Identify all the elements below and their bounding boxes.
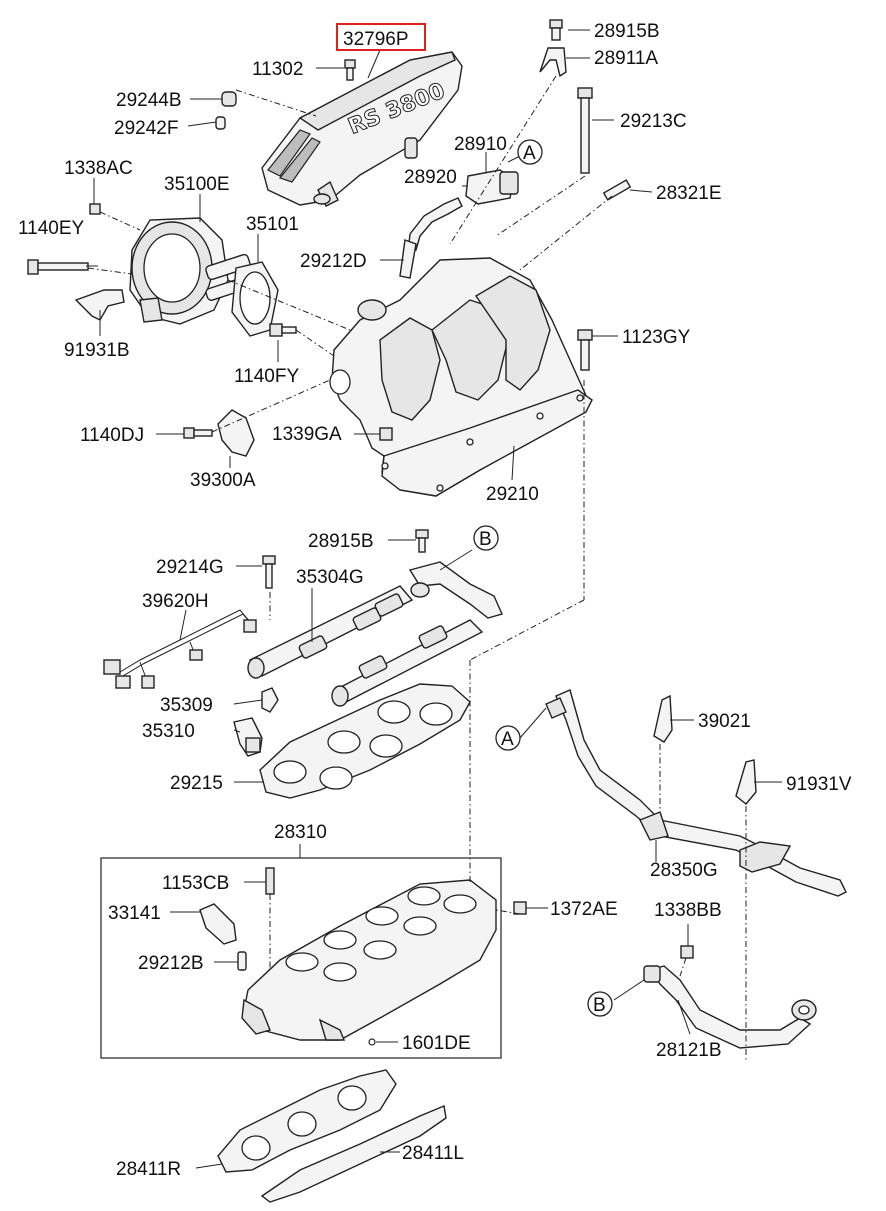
throttle-body-35100E-part[interactable] bbox=[129, 217, 251, 325]
label-29244B[interactable]: 29244B bbox=[116, 90, 182, 111]
label-28911A[interactable]: 28911A bbox=[594, 48, 658, 69]
label-29212D[interactable]: 29212D bbox=[300, 251, 367, 272]
label-28350G[interactable]: 28350G bbox=[650, 860, 718, 881]
callout-b-lower[interactable]: B bbox=[587, 991, 613, 1017]
sensor-33141-part[interactable] bbox=[199, 903, 237, 945]
nut-1372AE-part[interactable] bbox=[513, 901, 527, 915]
label-1338AC[interactable]: 1338AC bbox=[64, 158, 133, 179]
label-39021[interactable]: 39021 bbox=[698, 711, 751, 732]
callout-b-rail[interactable]: B bbox=[473, 525, 499, 551]
label-28915B-mid[interactable]: 28915B bbox=[308, 531, 374, 552]
label-91931B[interactable]: 91931B bbox=[64, 340, 130, 361]
gasket-29215-part[interactable] bbox=[259, 683, 471, 799]
bolt-1140FY-part[interactable] bbox=[269, 323, 297, 337]
bolt-29214G-part[interactable] bbox=[262, 555, 276, 589]
sensor-39300A-part[interactable] bbox=[217, 409, 255, 457]
label-29214G[interactable]: 29214G bbox=[156, 557, 224, 578]
engine-cover-part[interactable]: RS 3800 bbox=[261, 51, 463, 207]
part-labels: 32796P 11302 29244B 29242F 28915B 28911A… bbox=[18, 21, 852, 1180]
bracket-91931B-part[interactable] bbox=[74, 289, 125, 321]
callout-a-pipe-text: A bbox=[501, 729, 514, 750]
label-1140EY[interactable]: 1140EY bbox=[18, 218, 85, 239]
hose-29212D-part[interactable] bbox=[399, 239, 417, 279]
label-29215[interactable]: 29215 bbox=[170, 773, 223, 794]
bolt-29213C-part[interactable] bbox=[577, 87, 593, 174]
label-1372AE[interactable]: 1372AE bbox=[550, 899, 618, 920]
bolt-1140DJ-part[interactable] bbox=[183, 427, 213, 439]
lower-intake-group-box bbox=[100, 857, 502, 1059]
wiring-harness-39620H-part[interactable] bbox=[103, 609, 257, 689]
bolt-28915B-mid-part[interactable] bbox=[415, 529, 429, 553]
label-91931V[interactable]: 91931V bbox=[786, 774, 852, 795]
highlight-box bbox=[336, 23, 426, 51]
hose-29212B-part[interactable] bbox=[237, 951, 247, 971]
callout-a-pipe[interactable]: A bbox=[495, 725, 521, 751]
label-32796P[interactable]: 32796P bbox=[343, 29, 409, 50]
coolant-pipe-28350G-part[interactable] bbox=[545, 689, 847, 897]
bolt-28915B-top-part[interactable] bbox=[549, 19, 563, 41]
label-29210[interactable]: 29210 bbox=[486, 484, 539, 505]
grommet-29244B-part[interactable] bbox=[221, 91, 237, 107]
gasket-35101-part[interactable] bbox=[231, 261, 279, 337]
label-35304G[interactable]: 35304G bbox=[296, 567, 364, 588]
callout-b-lower-text: B bbox=[593, 995, 606, 1016]
callout-a-top[interactable]: A bbox=[507, 139, 543, 165]
label-28910[interactable]: 28910 bbox=[454, 134, 507, 155]
bolt-1140EY-part[interactable] bbox=[27, 259, 89, 275]
label-35100E[interactable]: 35100E bbox=[164, 174, 230, 195]
lower-intake-manifold-28310-part[interactable] bbox=[241, 879, 497, 1041]
label-28411L[interactable]: 28411L bbox=[402, 1143, 464, 1164]
sensor-28321E-part[interactable] bbox=[602, 179, 632, 201]
gasket-28411L-part[interactable] bbox=[260, 1105, 447, 1203]
leader-lines bbox=[86, 29, 782, 1169]
nut-1339GA-part[interactable] bbox=[379, 427, 393, 441]
label-33141[interactable]: 33141 bbox=[108, 903, 161, 924]
grommet-29242F-part[interactable] bbox=[215, 116, 226, 130]
label-39300A[interactable]: 39300A bbox=[190, 470, 256, 491]
label-29242F[interactable]: 29242F bbox=[114, 118, 178, 139]
label-39620H[interactable]: 39620H bbox=[142, 591, 209, 612]
stud-1153CB-part[interactable] bbox=[265, 867, 275, 895]
callout-a-top-text: A bbox=[523, 143, 536, 164]
label-28411R[interactable]: 28411R bbox=[116, 1159, 181, 1180]
label-28310[interactable]: 28310 bbox=[274, 822, 327, 843]
label-1339GA[interactable]: 1339GA bbox=[272, 424, 342, 445]
pcv-valve-28910-part[interactable] bbox=[465, 169, 519, 205]
label-1140FY[interactable]: 1140FY bbox=[234, 366, 299, 387]
vacuum-pipe-28121B-part[interactable] bbox=[643, 965, 817, 1049]
label-1123GY[interactable]: 1123GY bbox=[622, 327, 691, 348]
nut-1338AC-part[interactable] bbox=[89, 203, 101, 215]
label-29212B[interactable]: 29212B bbox=[138, 953, 204, 974]
bolt-11302-part[interactable] bbox=[344, 59, 356, 81]
label-28321E[interactable]: 28321E bbox=[656, 183, 722, 204]
nut-1338BB-part[interactable] bbox=[680, 945, 694, 959]
label-1140DJ[interactable]: 1140DJ bbox=[80, 425, 144, 446]
clip-35309-part[interactable] bbox=[261, 687, 279, 713]
label-1338BB[interactable]: 1338BB bbox=[654, 900, 722, 921]
label-11302[interactable]: 11302 bbox=[252, 59, 303, 80]
bolt-1123GY-part[interactable] bbox=[577, 329, 593, 371]
label-28915B-top[interactable]: 28915B bbox=[594, 21, 660, 42]
label-35310[interactable]: 35310 bbox=[142, 721, 195, 742]
label-28920[interactable]: 28920 bbox=[404, 167, 457, 188]
label-29213C[interactable]: 29213C bbox=[620, 111, 687, 132]
injector-35310-part[interactable] bbox=[233, 717, 263, 757]
upper-intake-manifold-29210-part[interactable] bbox=[329, 257, 593, 497]
label-35309[interactable]: 35309 bbox=[160, 695, 213, 716]
fuel-rail-35304G-part[interactable] bbox=[247, 561, 503, 707]
center-lines bbox=[87, 75, 747, 1060]
bracket-91931V-part[interactable] bbox=[735, 759, 757, 805]
bracket-28911A-part[interactable] bbox=[539, 47, 567, 78]
label-28121B[interactable]: 28121B bbox=[656, 1040, 722, 1061]
gasket-28411R-part[interactable] bbox=[217, 1069, 397, 1173]
plug-1601DE-part[interactable] bbox=[368, 1038, 376, 1046]
label-35101[interactable]: 35101 bbox=[246, 214, 299, 235]
label-1601DE[interactable]: 1601DE bbox=[402, 1033, 471, 1054]
callout-b-rail-text: B bbox=[479, 529, 492, 550]
label-1153CB[interactable]: 1153CB bbox=[162, 873, 229, 894]
bracket-39021-part[interactable] bbox=[653, 694, 673, 743]
